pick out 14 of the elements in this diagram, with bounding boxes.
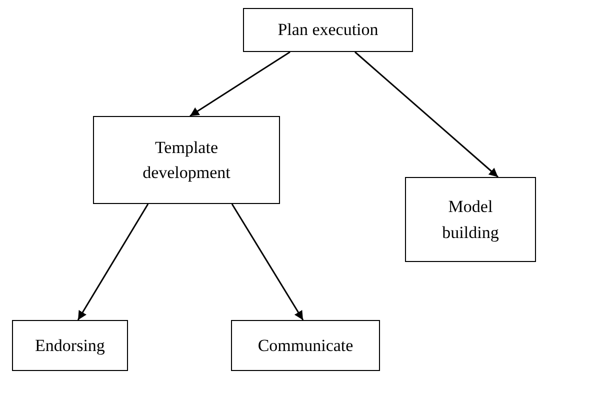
box-label: Communicate xyxy=(258,334,354,357)
process-box xyxy=(93,116,280,204)
process-box xyxy=(12,320,128,371)
process-box xyxy=(405,177,536,262)
process-box xyxy=(243,8,413,52)
process-box xyxy=(231,320,380,371)
box-label: Model building xyxy=(441,196,500,244)
arrow xyxy=(77,204,149,320)
box-label: Template development xyxy=(142,136,232,184)
arrow xyxy=(190,51,290,117)
box-label: Plan execution xyxy=(278,19,378,42)
arrow xyxy=(231,204,304,320)
box-label: Endorsing xyxy=(35,334,105,357)
arrow xyxy=(354,51,498,178)
